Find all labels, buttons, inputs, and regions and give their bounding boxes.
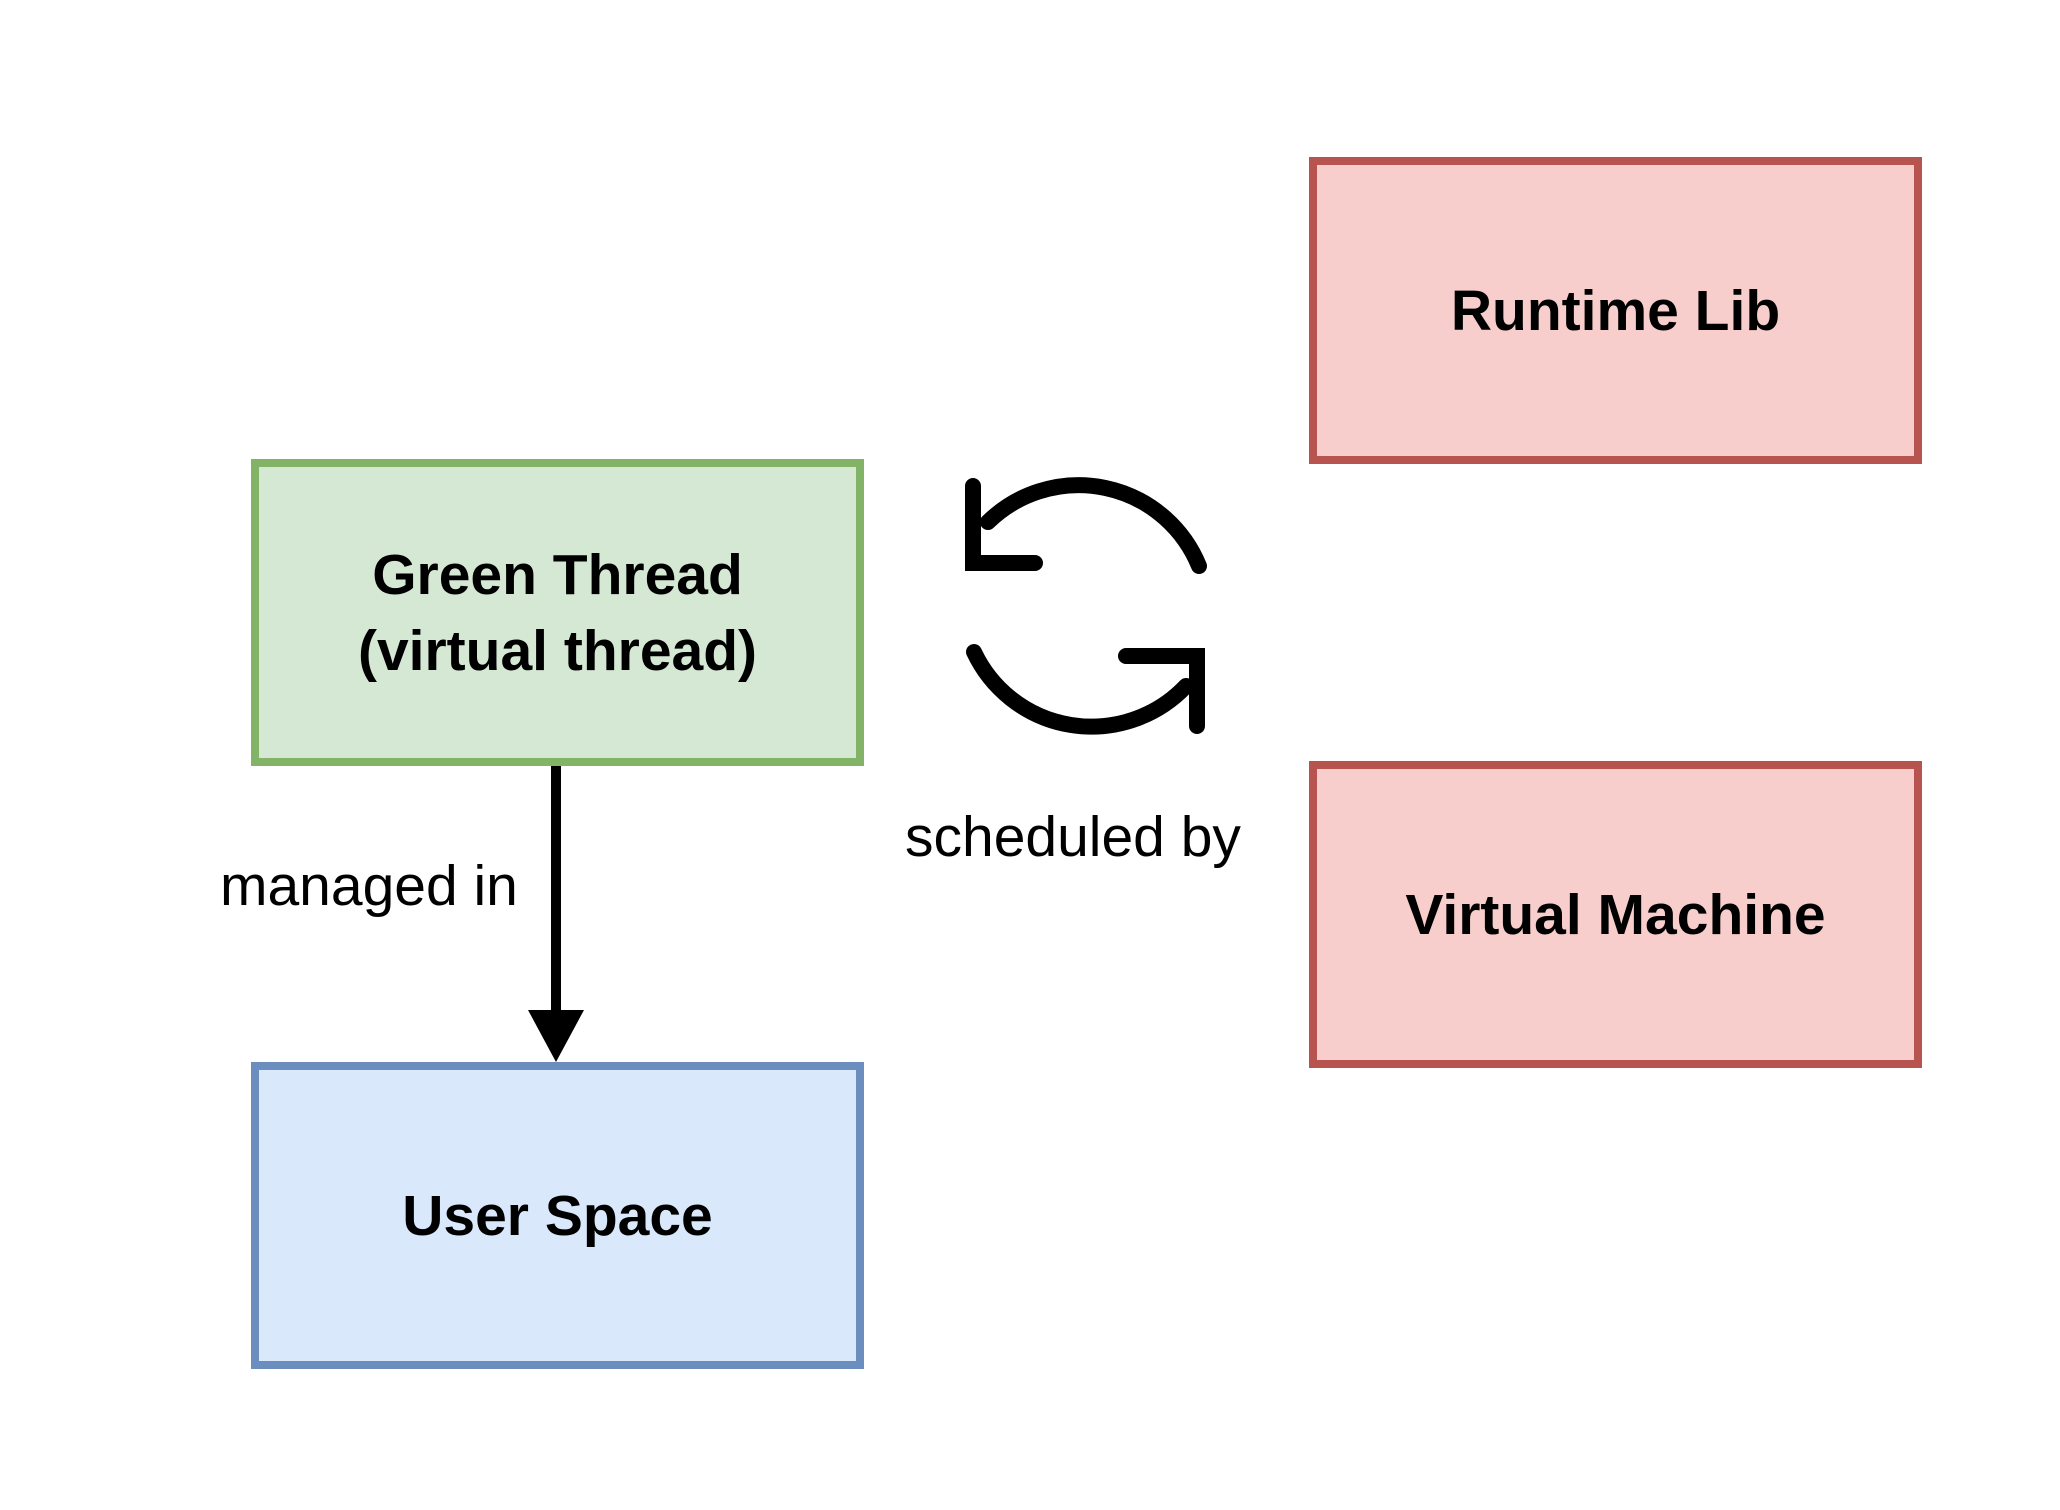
user-space-node: User Space [251, 1062, 864, 1369]
virtual-machine-node: Virtual Machine [1309, 761, 1922, 1068]
runtime-lib-node: Runtime Lib [1309, 157, 1922, 464]
refresh-cycle-icon [965, 477, 1207, 735]
runtime-lib-label: Runtime Lib [1450, 278, 1781, 343]
managed-in-label: managed in [220, 854, 518, 918]
green-thread-node: Green Thread (virtual thread) [251, 459, 864, 766]
user-space-label: User Space [402, 1183, 713, 1248]
managed-in-arrow [528, 766, 584, 1062]
virtual-machine-label: Virtual Machine [1405, 882, 1826, 947]
green-thread-label: Green Thread (virtual thread) [357, 542, 758, 683]
scheduled-by-label: scheduled by [905, 805, 1241, 869]
